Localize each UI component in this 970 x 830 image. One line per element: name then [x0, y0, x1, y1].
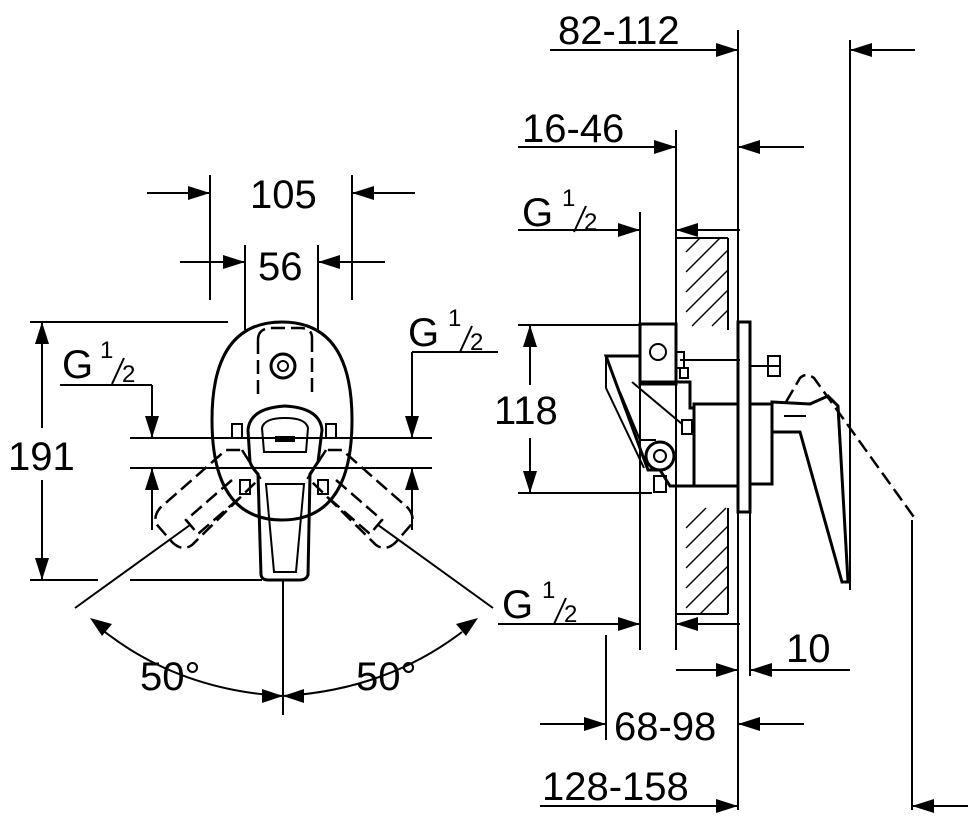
thread-right-sub: 2	[470, 329, 483, 356]
dim-56-label: 56	[258, 245, 303, 289]
cover-plate	[736, 320, 781, 514]
thread-bottom-main: G	[502, 583, 533, 627]
dim-82-112: 82-112	[550, 9, 915, 57]
thread-bottom-sup: 1	[542, 577, 555, 604]
thread-top-sub: 2	[584, 209, 597, 236]
lever-side	[770, 373, 918, 584]
side-view: 82-112 16-46 G 1 2	[494, 9, 968, 813]
dim-128-158: 128-158	[540, 765, 968, 813]
thread-top: G 1 2	[518, 185, 740, 237]
dim-68-98: 68-98	[540, 705, 804, 749]
escutcheon-plate	[210, 320, 354, 522]
dim-16-46-label: 16-46	[522, 107, 624, 151]
dim-105: 105	[147, 173, 415, 300]
thread-right: G 1 2	[405, 305, 498, 530]
dim-82-112-label: 82-112	[558, 9, 680, 53]
dim-128-158-label: 128-158	[542, 765, 689, 809]
dim-105-label: 105	[250, 173, 317, 217]
wall-bottom	[676, 507, 729, 615]
thread-left-sub: 2	[122, 361, 135, 388]
dim-10-label: 10	[786, 627, 831, 671]
thread-right-main: G	[408, 311, 439, 355]
thread-top-sup: 1	[562, 185, 575, 212]
dim-118: 118	[494, 324, 652, 494]
thread-right-sup: 1	[448, 305, 461, 332]
angle-left-label: 50°	[140, 655, 201, 699]
front-view: 105 56 191 G 1 2	[8, 173, 498, 715]
angle-right-label: 50°	[356, 655, 417, 699]
dim-191-label: 191	[8, 435, 75, 479]
dim-10: 10	[676, 510, 850, 677]
thread-bottom-sub: 2	[564, 601, 577, 628]
valve-body	[603, 322, 740, 493]
lever-handle	[246, 404, 324, 582]
thread-top-main: G	[522, 191, 553, 235]
thread-left-sup: 1	[100, 337, 113, 364]
thread-bottom: G 1 2	[498, 577, 740, 631]
dim-68-98-label: 68-98	[614, 705, 716, 749]
handle-ghost-left	[154, 448, 262, 550]
dim-16-46: 16-46	[518, 107, 804, 154]
dim-118-label: 118	[494, 389, 558, 433]
wall-top	[676, 237, 729, 330]
dim-56: 56	[180, 245, 385, 330]
handle-ghost-right	[306, 448, 414, 550]
thread-left: G 1 2	[60, 337, 432, 530]
thread-left-main: G	[62, 343, 93, 387]
angle-indicators: 50° 50°	[74, 524, 494, 715]
dim-191: 191	[8, 321, 262, 581]
